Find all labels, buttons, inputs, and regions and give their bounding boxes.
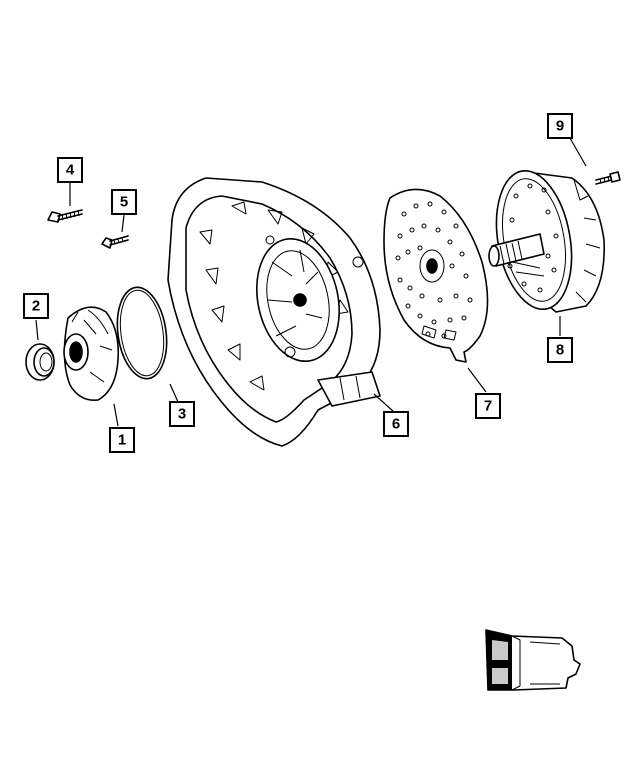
callout-8: 8 — [547, 337, 573, 363]
part-transmission-case — [167, 177, 381, 447]
part-o-ring — [116, 286, 168, 380]
callout-5-label: 5 — [120, 194, 128, 211]
callout-2-label: 2 — [32, 298, 40, 315]
callout-6-label: 6 — [392, 416, 400, 433]
part-bolt-long — [47, 209, 83, 223]
locator-thumbnail — [485, 629, 581, 691]
callout-5: 5 — [111, 189, 137, 215]
part-bolt-short — [101, 235, 129, 249]
callout-2: 2 — [23, 293, 49, 319]
part-pump-assembly — [488, 169, 605, 313]
callout-3-label: 3 — [178, 406, 186, 423]
callout-6: 6 — [383, 411, 409, 437]
callout-1-label: 1 — [118, 432, 126, 449]
callout-8-label: 8 — [556, 342, 564, 359]
part-pump-housing — [63, 306, 120, 402]
callout-1: 1 — [109, 427, 135, 453]
leader-lines — [35, 137, 587, 427]
callout-4: 4 — [57, 157, 83, 183]
callout-9-label: 9 — [556, 118, 564, 135]
callout-7: 7 — [475, 393, 501, 419]
callout-7-label: 7 — [484, 398, 492, 415]
callout-4-label: 4 — [66, 162, 75, 179]
callout-9: 9 — [547, 113, 573, 139]
callout-3: 3 — [169, 401, 195, 427]
part-bolt-small — [595, 171, 621, 185]
part-separator-plate — [383, 188, 489, 363]
part-seal — [25, 343, 55, 381]
